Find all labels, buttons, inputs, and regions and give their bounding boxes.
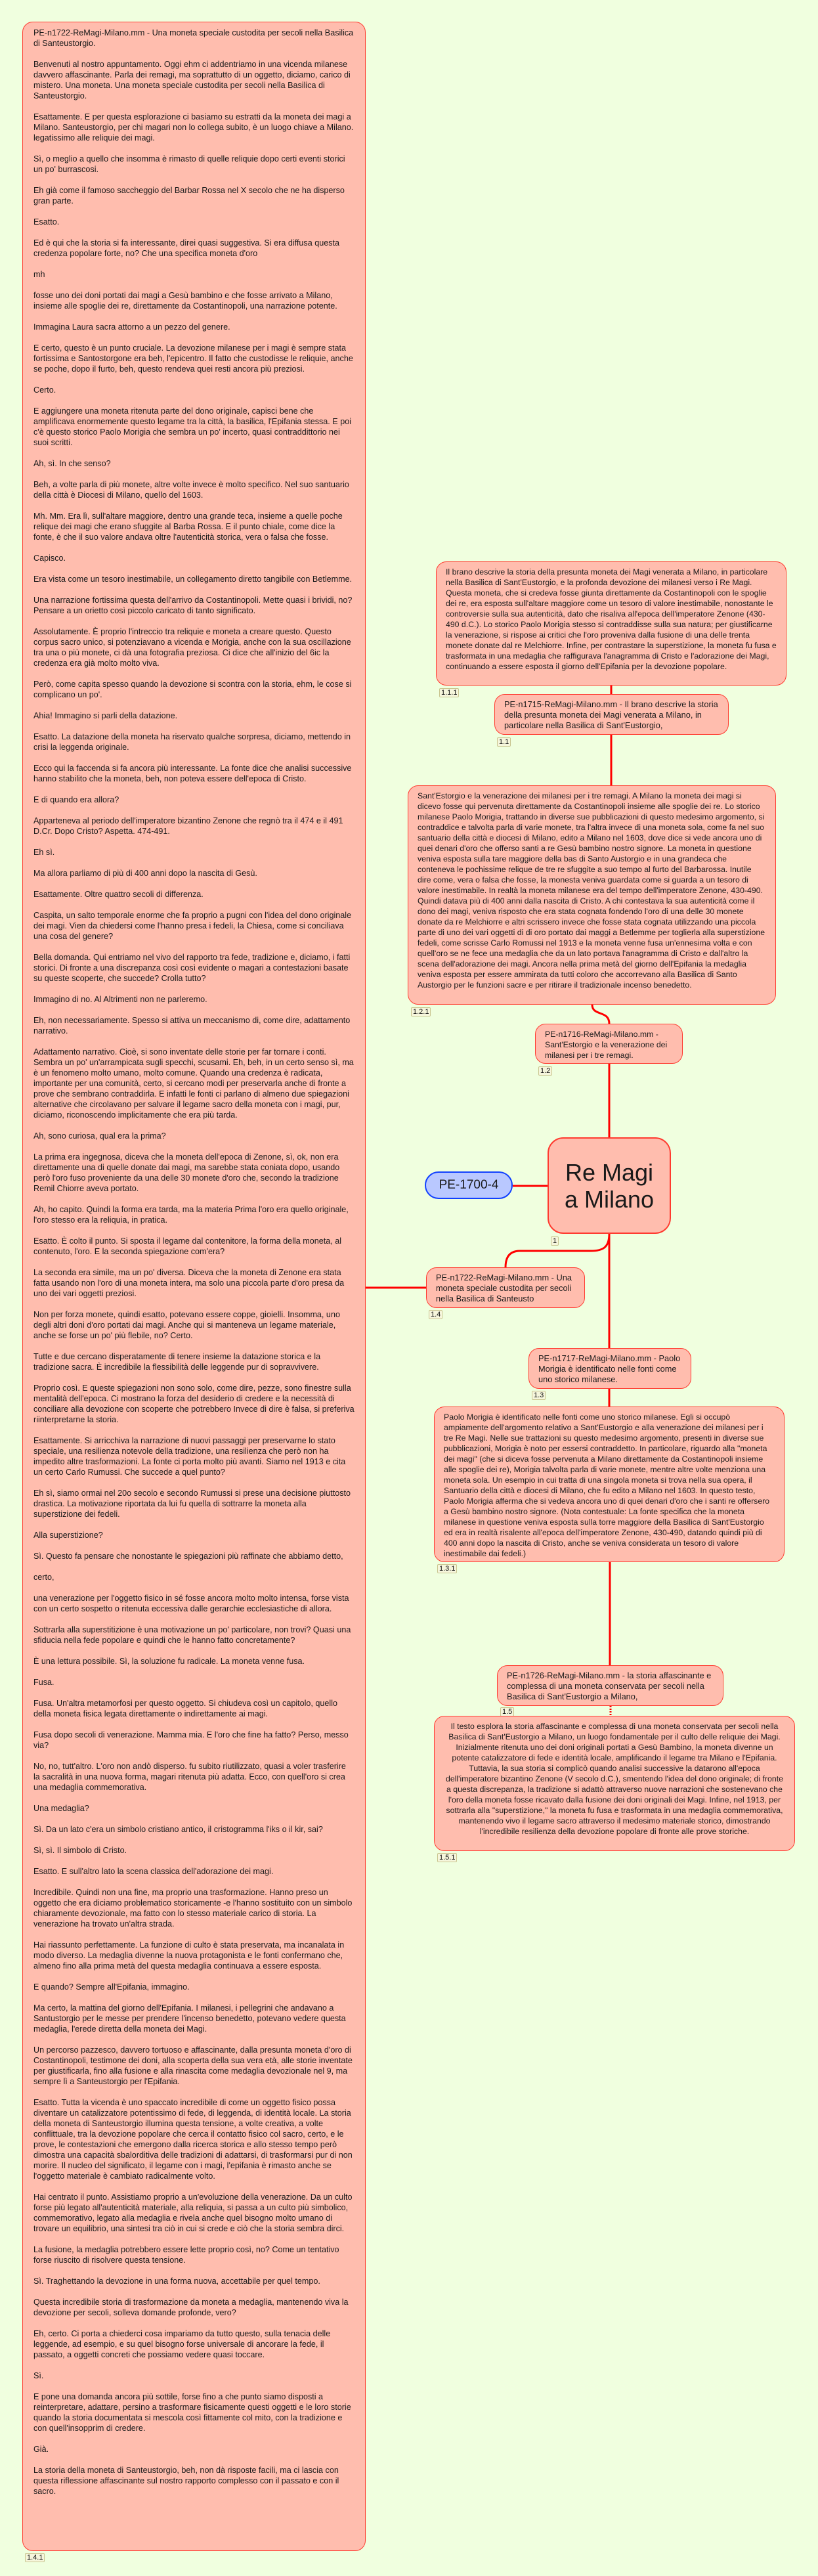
- summary-node-1-1-1[interactable]: Il brano descrive la storia della presun…: [436, 561, 786, 686]
- node-label: 1.4: [429, 1310, 443, 1319]
- transcript-paragraph: Sì. Da un lato c'era un simbolo cristian…: [33, 1825, 323, 1834]
- transcript-paragraph: Sì. Questo fa pensare che nonostante le …: [33, 1552, 343, 1561]
- transcript-paragraph: Era vista come un tesoro inestimabile, u…: [33, 575, 353, 584]
- transcript-paragraph: Sì. Traghettando la devozione in una for…: [33, 2277, 320, 2286]
- node-label: 1.5.1: [437, 1853, 458, 1862]
- transcript-paragraph: Eh sì.: [33, 848, 55, 857]
- transcript-paragraph: una venerazione per l'oggetto fisico in …: [33, 1594, 349, 1613]
- transcript-paragraph: Incredibile. Quindi non una fine, ma pro…: [33, 1888, 353, 1929]
- transcript-paragraph: Esatto. E sull'altro lato la scena class…: [33, 1867, 274, 1876]
- node-1-3[interactable]: PE-n1717-ReMagi-Milano.mm - Paolo Morigi…: [528, 1348, 691, 1389]
- link-1-4: [504, 1233, 611, 1268]
- transcript-paragraph: Eh sì, siamo ormai nel 20o secolo e seco…: [33, 1489, 351, 1519]
- transcript-paragraph: Esatto.: [33, 217, 60, 227]
- transcript-paragraph: Alla superstizione?: [33, 1531, 103, 1540]
- transcript-paragraph: Immagino di no. Al Altrimenti non ne par…: [33, 995, 207, 1004]
- transcript-paragraph: Eh, non necessariamente. Spesso si attiv…: [33, 1016, 351, 1036]
- node-label: 1.1.1: [439, 688, 460, 697]
- root-title: Re Magi a Milano: [564, 1158, 655, 1213]
- node-1-4[interactable]: PE-n1722-ReMagi-Milano.mm - Una moneta s…: [426, 1267, 585, 1308]
- transcript-paragraph: Ed è qui che la storia si fa interessant…: [33, 238, 340, 258]
- transcript-paragraph: Questa incredibile storia di trasformazi…: [33, 2298, 349, 2317]
- transcript-paragraph: Sì.: [33, 2371, 44, 2380]
- transcript-paragraph: Adattamento narrativo. Cioè, si sono inv…: [33, 1047, 354, 1120]
- transcript-paragraph: Certo.: [33, 385, 56, 395]
- transcript-paragraph: Esattamente. Oltre quattro secoli di dif…: [33, 890, 204, 899]
- transcript-paragraph: Però, come capita spesso quando la devoz…: [33, 680, 352, 699]
- transcript-paragraph: Non per forza monete, quindi esatto, pot…: [33, 1310, 340, 1340]
- transcript-node[interactable]: PE-n1722-ReMagi-Milano.mm - Una moneta s…: [22, 22, 366, 2551]
- transcript-paragraph: Immagina Laura sacra attorno a un pezzo …: [33, 322, 230, 332]
- transcript-paragraph: Ah, sì. In che senso?: [33, 459, 111, 468]
- transcript-paragraph: Già.: [33, 2445, 49, 2454]
- transcript-paragraph: La storia della moneta di Santeustorgio,…: [33, 2466, 339, 2496]
- node-1-2[interactable]: PE-n1716-ReMagi-Milano.mm - Sant'Estorgi…: [535, 1024, 683, 1064]
- transcript-paragraph: Una medaglia?: [33, 1804, 89, 1813]
- transcript-paragraph: mh: [33, 270, 45, 279]
- transcript-paragraph: Ma allora parliamo di più di 400 anni do…: [33, 869, 257, 878]
- node-label: 1: [551, 1236, 559, 1246]
- link-1-2-1: [591, 1004, 611, 1024]
- transcript-paragraph: Caspita, un salto temporale enorme che f…: [33, 911, 352, 941]
- transcript-paragraph: E di quando era allora?: [33, 795, 119, 804]
- node-label: 1.4.1: [25, 2553, 45, 2562]
- side-node-pe-1700-4[interactable]: PE-1700-4: [425, 1171, 513, 1199]
- transcript-paragraph: La seconda era simile, ma un po' diversa…: [33, 1268, 345, 1298]
- root-node[interactable]: Re Magi a Milano: [548, 1137, 671, 1234]
- transcript-paragraph: Proprio così. E queste spiegazioni non s…: [33, 1384, 355, 1424]
- transcript-paragraph: Fusa.: [33, 1678, 54, 1687]
- transcript-paragraph: Esatto. La datazione della moneta ha ris…: [33, 732, 351, 752]
- transcript-paragraph: Mh. Mm. Era lì, sull'altare maggiore, de…: [33, 512, 343, 542]
- transcript-paragraph: Benvenuti al nostro appuntamento. Oggi e…: [33, 60, 351, 100]
- transcript-paragraph: Un percorso pazzesco, davvero tortuoso e…: [33, 2045, 353, 2086]
- transcript-paragraph: Ahia! Immagino si parli della datazione.: [33, 711, 178, 720]
- transcript-paragraph: Apparteneva al periodo dell'imperatore b…: [33, 816, 343, 836]
- transcript-paragraph: Hai riassunto perfettamente. La funzione…: [33, 1940, 345, 1971]
- node-label: 1.5: [500, 1707, 515, 1716]
- transcript-paragraph: Sì, o meglio a quello che insomma è rima…: [33, 154, 345, 174]
- transcript-paragraph: Hai centrato il punto. Assistiamo propri…: [33, 2193, 353, 2233]
- transcript-paragraph: Esatto. Tutta la vicenda è uno spaccato …: [33, 2098, 353, 2181]
- transcript-paragraph: Una narrazione fortissima questa dell'ar…: [33, 596, 353, 615]
- node-label: 1.2.1: [411, 1007, 431, 1016]
- node-label: 1.3.1: [437, 1564, 458, 1573]
- transcript-paragraph: Ecco qui la faccenda si fa ancora più in…: [33, 764, 352, 783]
- transcript-paragraph: E certo, questo è un punto cruciale. La …: [33, 343, 353, 374]
- transcript-paragraph: Esattamente. E per questa esplorazione c…: [33, 112, 354, 142]
- transcript-paragraph: Fusa dopo secoli di venerazione. Mamma m…: [33, 1730, 349, 1750]
- summary-node-1-2-1[interactable]: Sant'Estorgio e la venerazione dei milan…: [408, 785, 776, 1005]
- transcript-paragraph: E aggiungere una moneta ritenuta parte d…: [33, 406, 352, 447]
- transcript-paragraph: Sì, sì. Il simbolo di Cristo.: [33, 1846, 127, 1855]
- node-label: 1.1: [497, 737, 511, 747]
- transcript-paragraph: Beh, a volte parla di più monete, altre …: [33, 480, 349, 500]
- transcript-paragraph: Bella domanda. Qui entriamo nel vivo del…: [33, 953, 351, 983]
- transcript-paragraph: Eh, certo. Ci porta a chiederci cosa imp…: [33, 2329, 331, 2359]
- node-label: 1.2: [538, 1066, 553, 1076]
- transcript-paragraph: Fusa. Un'altra metamorfosi per questo og…: [33, 1699, 338, 1718]
- node-1-5[interactable]: PE-n1726-ReMagi-Milano.mm - la storia af…: [497, 1665, 723, 1706]
- transcript-paragraph: Esatto. È colto il punto. Si sposta il l…: [33, 1236, 342, 1256]
- transcript-paragraph: La fusione, la medaglia potrebbero esser…: [33, 2245, 339, 2265]
- transcript-paragraph: E quando? Sempre all'Epifania, immagino.: [33, 1982, 190, 1992]
- transcript-paragraph: Tutte e due cercano disperatamente di te…: [33, 1352, 321, 1372]
- transcript-paragraph: Sottrarla alla superstitizione è una mot…: [33, 1625, 351, 1645]
- transcript-paragraph: Assolutamente. È proprio l'intreccio tra…: [33, 627, 351, 668]
- transcript-paragraph: Ma certo, la mattina del giorno dell'Epi…: [33, 2003, 346, 2034]
- transcript-paragraph: E pone una domanda ancora più sottile, f…: [33, 2392, 351, 2433]
- transcript-paragraph: Ah, ho capito. Quindi la forma era tarda…: [33, 1205, 349, 1225]
- transcript-paragraph: certo,: [33, 1573, 54, 1582]
- transcript-paragraph: Ah, sono curiosa, qual era la prima?: [33, 1131, 166, 1141]
- transcript-paragraph: Eh già come il famoso saccheggio del Bar…: [33, 186, 345, 206]
- transcript-paragraph: La prima era ingegnosa, diceva che la mo…: [33, 1152, 340, 1193]
- node-label: 1.3: [532, 1391, 546, 1400]
- summary-node-1-3-1[interactable]: Paolo Morigia è identificato nelle fonti…: [434, 1407, 785, 1562]
- node-1-1[interactable]: PE-n1715-ReMagi-Milano.mm - Il brano des…: [494, 694, 729, 735]
- transcript-paragraph: fosse uno dei doni portati dai magi a Ge…: [33, 291, 337, 311]
- transcript-paragraph: È una lettura possibile. Sì, la soluzion…: [33, 1657, 305, 1666]
- transcript-paragraph: Esattamente. Si arricchiva la narrazione…: [33, 1436, 346, 1477]
- transcript-paragraph: Capisco.: [33, 554, 66, 563]
- transcript-paragraph: PE-n1722-ReMagi-Milano.mm - Una moneta s…: [33, 28, 354, 48]
- transcript-paragraph: No, no, tutt'altro. L'oro non andò dispe…: [33, 1762, 346, 1792]
- summary-node-1-5-1[interactable]: Il testo esplora la storia affascinante …: [434, 1716, 795, 1851]
